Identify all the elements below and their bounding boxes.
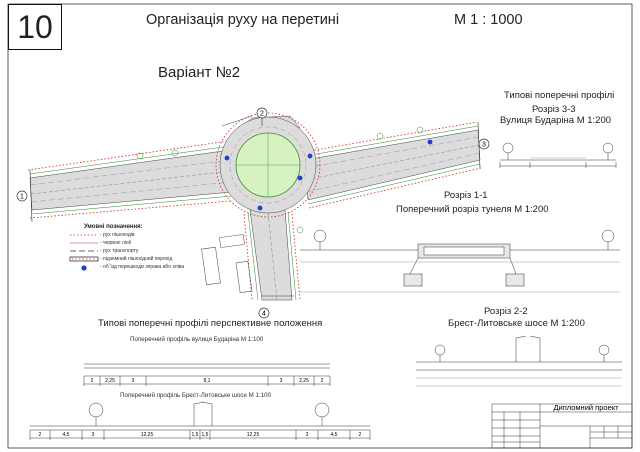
section-1-1-name: Розріз 1-1 <box>444 190 488 201</box>
node-3-label: 3 <box>482 142 486 149</box>
profile-budarina-title: Поперечний профіль вулиця Бударіна М 1:1… <box>130 336 264 343</box>
dim-label: 3 <box>92 432 95 438</box>
dim-label: 1,5 <box>202 432 209 438</box>
building <box>219 234 245 248</box>
legend-item: - об`їзд перешкоди зправа або зліва <box>100 264 185 270</box>
profile-budarina-drawing <box>83 363 331 386</box>
dim-label: 2 <box>321 378 324 384</box>
scale-label: М 1 : 1000 <box>454 12 523 28</box>
section-3-3-street: Вулиця Бударіна М 1:200 <box>500 115 612 126</box>
legend-item: - червоні лінії <box>100 240 132 246</box>
title-block <box>491 403 633 449</box>
legend-title: Умовні позначення: <box>84 224 143 230</box>
building <box>235 261 253 293</box>
section-3-3-name: Розріз 3-3 <box>532 104 576 115</box>
variant-label: Варіант №2 <box>158 64 241 81</box>
road-plan <box>27 112 482 301</box>
west-arm-roadway <box>29 149 233 211</box>
underpass-markers <box>224 139 433 211</box>
dim-label: 2 <box>91 378 94 384</box>
node-3-circle <box>478 138 490 150</box>
underpass-marker <box>224 155 230 161</box>
perspective-title: Типові поперечні профілі перспективне по… <box>98 318 323 329</box>
dim-label: 2,25 <box>105 378 115 384</box>
node-2-label: 2 <box>260 111 264 118</box>
dim-label: 3 <box>306 432 309 438</box>
dim-label: 2 <box>359 432 362 438</box>
legend-item: - рух пішоходів <box>100 232 135 238</box>
legend-symbols <box>69 234 99 271</box>
node-1-label: 1 <box>20 194 24 201</box>
legend-item: - підземний пішохідний перехід <box>100 256 173 262</box>
building <box>201 246 221 286</box>
dim-label: 1,5 <box>192 432 199 438</box>
sheet-frame <box>7 3 633 449</box>
legend-item: - рух транспорту <box>100 248 139 254</box>
sheet-number: 10 <box>8 4 62 50</box>
section-1-1-desc: Поперечний розріз тунеля М 1:200 <box>396 204 549 215</box>
dim-label: 8,1 <box>204 378 211 384</box>
profile-brest-drawing <box>29 401 371 440</box>
section-1-1-drawing <box>300 229 620 293</box>
node-4-circle <box>258 307 270 319</box>
dim-label: 12,25 <box>247 432 260 438</box>
section-2-2-drawing <box>416 335 622 387</box>
dim-label: 4,5 <box>63 432 70 438</box>
dim-label: 2,25 <box>299 378 309 384</box>
underpass-marker <box>427 139 433 145</box>
underpass-marker <box>297 175 303 181</box>
dim-label: 12,25 <box>141 432 154 438</box>
page-title: Організація руху на перетині <box>146 12 340 28</box>
section-2-2-name: Розріз 2-2 <box>484 306 528 317</box>
dim-label: 3 <box>280 378 283 384</box>
dim-label: 2 <box>39 432 42 438</box>
profile-brest-title: Поперечний профіль Брест-Литовське шосе … <box>120 392 272 399</box>
node-4-label: 4 <box>262 311 266 318</box>
section-3-3-group-title: Типові поперечні профілі <box>504 90 615 101</box>
title-block-project: Дипломний проект <box>553 403 619 412</box>
node-2-circle <box>256 107 268 119</box>
underpass-marker <box>257 205 263 211</box>
dim-label: 4,5 <box>331 432 338 438</box>
node-1-circle <box>16 190 28 202</box>
section-3-3-drawing <box>499 142 617 168</box>
dim-label: 3 <box>132 378 135 384</box>
node-circles <box>16 107 490 319</box>
underpass-marker <box>307 153 313 159</box>
section-2-2-street: Брест-Литовське шосе М 1:200 <box>448 318 585 329</box>
